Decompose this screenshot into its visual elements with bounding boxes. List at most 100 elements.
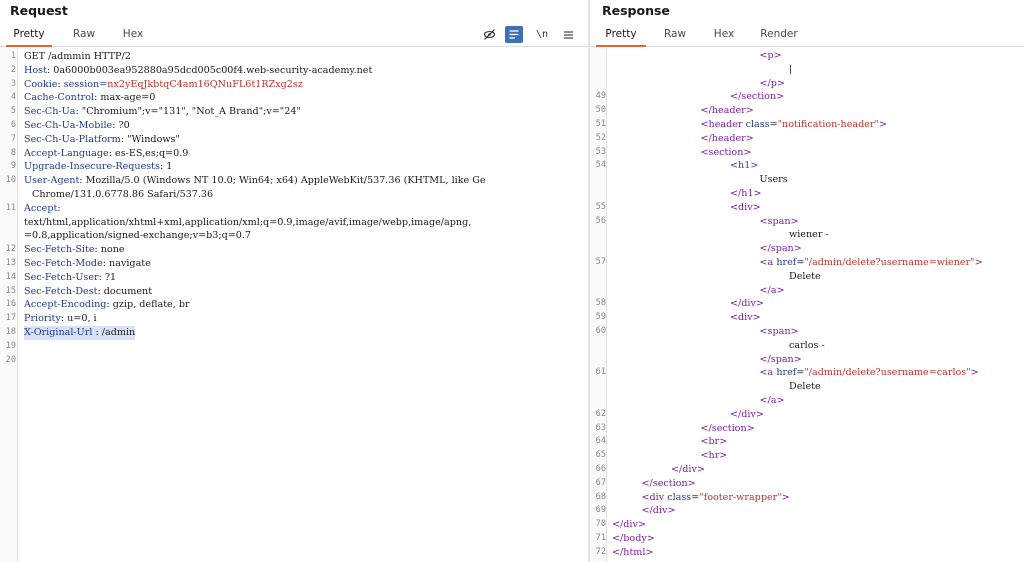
- html-txt: |: [789, 63, 793, 75]
- line-number: 65: [595, 450, 606, 461]
- line-content: Chrome/131.0.6778.86 Safari/537.36: [32, 189, 214, 200]
- header-value: 1: [166, 161, 173, 173]
- header-value: ?1: [104, 271, 117, 283]
- response-pane: Response Pretty Raw Hex Render <p>|</p>4…: [590, 0, 1024, 562]
- response-line-text: </span>: [612, 242, 802, 256]
- header-value: document: [103, 285, 153, 297]
- tab-response-raw[interactable]: Raw: [663, 28, 687, 40]
- request-line-text: Sec-Ch-Ua: "Chromium";v="131", "Not_A Br…: [24, 105, 301, 119]
- header-name: Sec-Fetch-Dest: [24, 285, 98, 297]
- response-line-text: <a href="/admin/delete?username=carlos">: [612, 366, 979, 380]
- line-number: 14: [5, 271, 16, 282]
- header-separator: :: [57, 202, 61, 214]
- line-number: 61: [595, 367, 606, 378]
- tab-response-render[interactable]: Render: [760, 28, 798, 40]
- response-line-text: <section>: [612, 146, 752, 160]
- tab-response-hex[interactable]: Hex: [713, 28, 735, 40]
- html-tag: <div: [641, 491, 668, 503]
- line-number: 66: [595, 464, 606, 474]
- tab-request-hex[interactable]: Hex: [122, 28, 144, 40]
- line-number: 2: [10, 64, 16, 75]
- eye-slash-icon[interactable]: [480, 26, 498, 43]
- html-tag: <h1>: [730, 160, 759, 172]
- response-line-text: <div>: [612, 201, 761, 215]
- response-line: 72</html>: [590, 546, 1024, 560]
- header-name: Accept: [24, 202, 58, 214]
- response-line: 50</header>: [590, 104, 1024, 118]
- response-line-text: <p>: [612, 49, 782, 63]
- request-line-text: Accept-Language: es-ES,es;q=0.9: [24, 147, 188, 161]
- request-line-text: User-Agent: Mozilla/5.0 (Windows NT 10.0…: [24, 174, 486, 188]
- response-line-text: </p>: [612, 77, 785, 91]
- header-name: Sec-Fetch-User: [24, 271, 99, 283]
- response-line: 69</div>: [590, 504, 1024, 518]
- html-txt: =: [769, 119, 778, 130]
- response-line-text: |: [612, 63, 792, 77]
- response-line-text: </h1>: [612, 187, 762, 201]
- html-tag: <a: [759, 257, 777, 268]
- response-line-text: </div>: [612, 518, 646, 532]
- line-number: 60: [595, 326, 606, 336]
- response-line: |: [590, 63, 1024, 77]
- header-value: /admin: [101, 327, 136, 338]
- html-txt: =: [691, 491, 700, 503]
- pane-divider[interactable]: [588, 0, 590, 562]
- response-line-text: </header>: [612, 104, 754, 118]
- header-value: "Windows": [127, 133, 180, 145]
- header-name: Cookie: [24, 78, 58, 90]
- line-number: 20: [5, 354, 16, 365]
- tab-response-pretty[interactable]: Pretty: [596, 27, 646, 47]
- response-line: Delete: [590, 270, 1024, 284]
- request-line: 20: [0, 354, 588, 368]
- response-line-text: </a>: [612, 394, 785, 408]
- response-line: 51<header class="notification-header">: [590, 118, 1024, 132]
- header-separator: :: [75, 106, 82, 118]
- tab-request-raw[interactable]: Raw: [72, 28, 96, 40]
- request-line-text: GET /admmin HTTP/2: [24, 50, 131, 64]
- html-tag: </div>: [730, 408, 764, 420]
- line-number: 59: [595, 312, 606, 323]
- html-tag: </div>: [730, 298, 764, 310]
- line-number: 64: [595, 436, 606, 447]
- response-line-text: <hr>: [612, 449, 728, 463]
- html-aval: "/admin/delete?username=carlos": [804, 367, 971, 379]
- line-number: 18: [5, 327, 16, 337]
- line-number: 71: [595, 533, 606, 543]
- html-tag: <header: [700, 119, 746, 130]
- response-line-text: wiener -: [612, 228, 829, 242]
- response-line-text: <br>: [612, 435, 728, 449]
- response-line-text: </span>: [612, 353, 802, 367]
- response-line: 59<div>: [590, 311, 1024, 325]
- header-name: Sec-Ch-Ua-Platform: [24, 133, 121, 145]
- response-line: </a>: [590, 284, 1024, 298]
- header-separator: :: [112, 120, 119, 131]
- response-line: 61 <a href="/admin/delete?username=carlos…: [590, 366, 1024, 380]
- request-line-text: Sec-Fetch-Dest: document: [24, 285, 152, 299]
- html-tag: >: [974, 257, 983, 268]
- request-gutter: [0, 48, 18, 562]
- response-line-text: </body>: [612, 532, 655, 546]
- newline-icon[interactable]: \n: [535, 29, 549, 40]
- header-name: Sec-Ch-Ua-Mobile: [24, 120, 113, 131]
- html-txt: wiener -: [789, 229, 829, 241]
- header-separator: :: [57, 78, 64, 90]
- menu-icon[interactable]: [559, 26, 577, 43]
- tab-request-pretty[interactable]: Pretty: [6, 27, 52, 47]
- html-txt: carlos -: [789, 339, 825, 351]
- response-gutter: [590, 48, 607, 562]
- request-line-text: Upgrade-Insecure-Requests: 1: [24, 160, 172, 174]
- html-tag: </header>: [700, 105, 754, 117]
- response-line-text: Delete: [612, 270, 821, 284]
- wrap-lines-icon[interactable]: [505, 26, 523, 43]
- request-line: text/html,application/xhtml+xml,applicat…: [0, 216, 588, 230]
- response-editor[interactable]: <p>|</p>49</section>50</header>51<header…: [590, 48, 1024, 562]
- request-line-text: Priority: u=0, i: [24, 312, 97, 326]
